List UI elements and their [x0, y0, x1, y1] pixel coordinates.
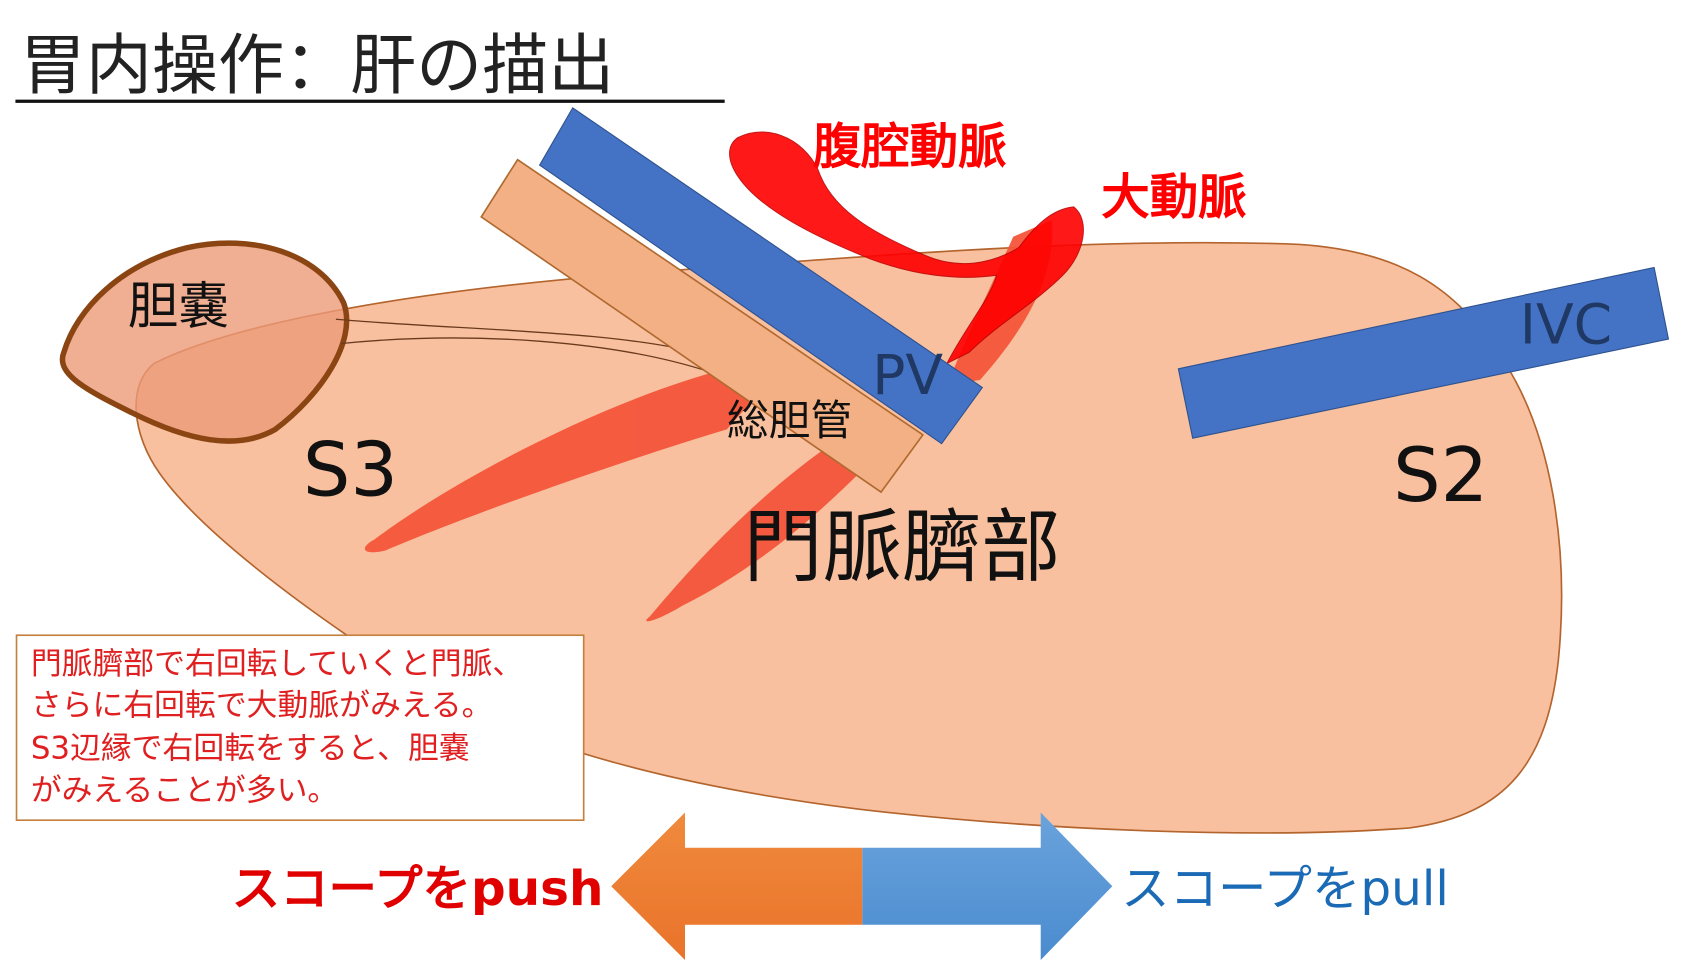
celiac-artery-shape — [729, 131, 1084, 365]
umbilical-portion-label: 門脈臍部 — [743, 501, 1060, 594]
portal-vein-bar — [538, 107, 984, 445]
pv-label: PV — [872, 343, 943, 407]
cystic-duct — [335, 318, 711, 373]
push-arrow — [611, 812, 863, 960]
pull-label: スコープをpull — [1121, 861, 1449, 917]
slide-title: 胃内操作：肝の描出 — [20, 27, 615, 104]
gallbladder-shape — [59, 240, 350, 444]
s3-label: S3 — [303, 426, 398, 513]
aorta-label: 大動脈 — [1101, 170, 1246, 226]
gallbladder-label: 胆嚢 — [128, 277, 229, 336]
ivc-label: IVC — [1520, 292, 1612, 356]
note-line: 門脈臍部で右回転していくと門脈、 — [31, 646, 523, 682]
celiac-artery-label: 腹腔動脈 — [813, 119, 1007, 175]
common-bile-duct-label: 総胆管 — [727, 396, 853, 445]
s2-label: S2 — [1393, 432, 1488, 519]
note-line: がみえることが多い。 — [31, 772, 338, 808]
push-label: スコープをpush — [232, 861, 604, 917]
note-line: S3辺縁で右回転をすると、胆嚢 — [31, 731, 470, 767]
note-line: さらに右回転で大動脈がみえる。 — [31, 688, 493, 724]
note-box — [15, 634, 585, 822]
pull-arrow — [862, 812, 1113, 960]
ivc-bar — [1177, 266, 1670, 439]
common-bile-duct — [480, 158, 925, 494]
